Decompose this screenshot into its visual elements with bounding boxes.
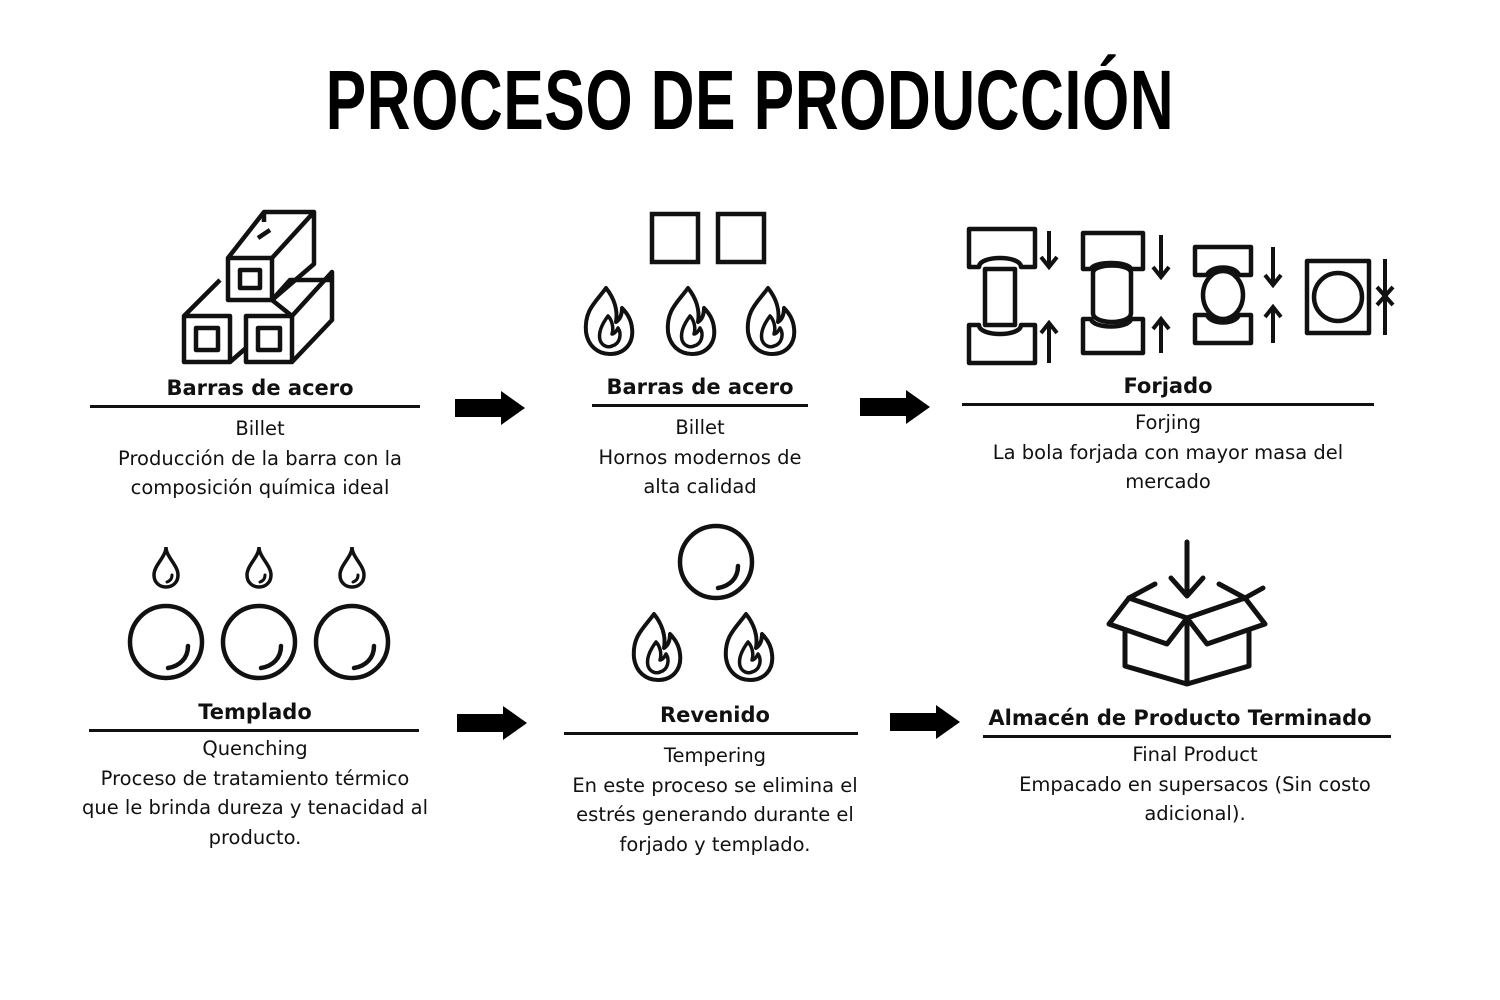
step-description: mercado [1125, 470, 1211, 493]
step-title: Barras de acero [166, 376, 354, 400]
step-description: Empacado en supersacos (Sin costo [1019, 772, 1371, 796]
step-title: Templado [198, 700, 312, 724]
step-billet-production: Barras de acero Billet Producción de la … [60, 375, 460, 503]
step-subtitle: Final Product [1132, 743, 1258, 766]
step-description: En este proceso se elimina el [572, 773, 858, 797]
arrow-right-icon [457, 706, 527, 740]
step-description: La bola forjada con mayor masa del [992, 440, 1344, 464]
box-icon [1106, 539, 1268, 687]
step-description: Hornos modernos de [598, 445, 802, 469]
step-tempering: Revenido Tempering En este proceso se el… [545, 702, 885, 859]
step-description: forjado y templado. [619, 832, 811, 856]
step-title: Almacén de Producto Terminado [988, 706, 1372, 730]
step-title: Forjado [1123, 374, 1213, 398]
step-final-product: Almacén de Producto Terminado Final Prod… [975, 705, 1415, 829]
step-description: Producción de la barra con la [118, 446, 402, 470]
step-description: Proceso de tratamiento térmico [100, 766, 410, 790]
divider [89, 729, 419, 732]
step-description: producto. [208, 825, 302, 849]
arrow-right-icon [860, 390, 930, 424]
step-subtitle: Quenching [202, 737, 308, 760]
divider [90, 405, 420, 408]
water-drop-balls-icon [120, 545, 400, 685]
step-forging: Forjado Forjing La bola forjada con mayo… [962, 373, 1374, 497]
step-description: estrés generando durante el [576, 803, 854, 826]
furnace-fire-icon [583, 211, 797, 356]
step-description: composición química ideal [130, 476, 390, 499]
divider [962, 403, 1374, 406]
step-description: alta calidad [643, 475, 757, 498]
step-furnace: Barras de acero Billet Hornos modernos d… [550, 374, 850, 502]
step-title: Barras de acero [606, 375, 794, 399]
forging-press-icon [966, 226, 1395, 366]
step-description: adicional). [1144, 802, 1246, 825]
page-title: PROCESO DE PRODUCCIÓN [325, 53, 1175, 147]
step-subtitle: Forjing [1134, 411, 1202, 434]
step-description: que le brinda dureza y tenacidad al [81, 796, 429, 819]
divider [564, 732, 858, 735]
arrow-right-icon [455, 391, 525, 425]
step-subtitle: Billet [235, 417, 285, 440]
step-quenching: Templado Quenching Proceso de tratamient… [55, 699, 455, 852]
divider [983, 735, 1391, 738]
divider [592, 404, 808, 407]
step-subtitle: Billet [675, 416, 725, 439]
step-subtitle: Tempering [663, 744, 767, 767]
steel-bars-icon [181, 209, 335, 365]
ball-fire-icon [631, 522, 775, 682]
step-title: Revenido [660, 703, 770, 727]
